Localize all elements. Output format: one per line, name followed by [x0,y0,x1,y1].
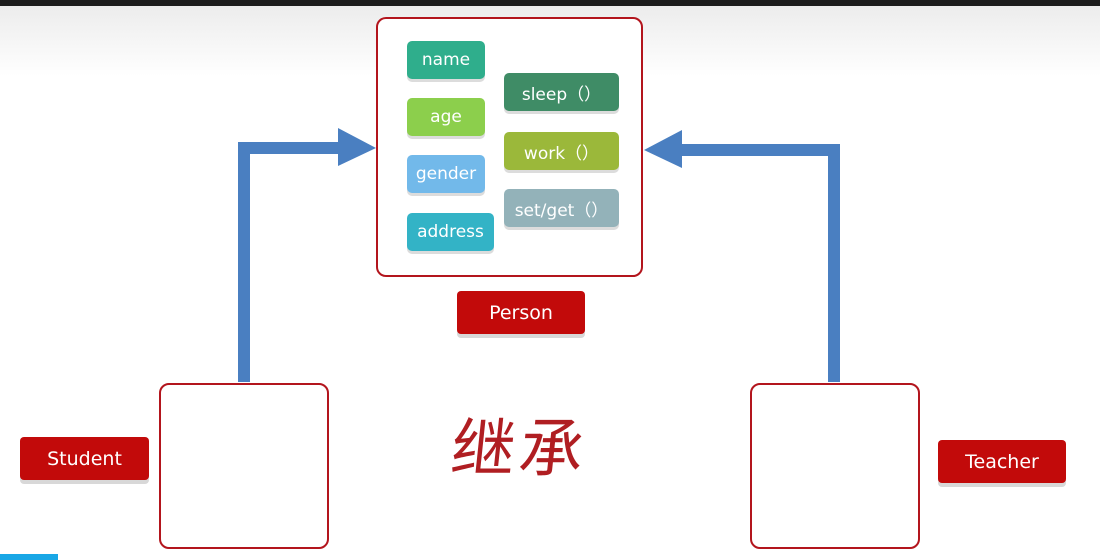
student-label: Student [20,437,149,480]
method-set-get: set/get（） [504,189,619,227]
attribute-gender: gender [407,155,485,193]
teacher-arrow-head [644,130,682,168]
method-sleep: sleep（） [504,73,619,111]
attribute-age: age [407,98,485,136]
student-class-box [159,383,329,549]
student-arrow-head [338,128,376,166]
window-top-bar [0,0,1100,6]
attribute-name: name [407,41,485,79]
teacher-inheritance-arrow [680,144,840,382]
student-inheritance-arrow [238,142,342,382]
teacher-label: Teacher [938,440,1066,483]
teacher-class-box [750,383,920,549]
attribute-address: address [407,213,494,251]
video-progress-bar[interactable] [0,554,58,560]
inheritance-caption: 继承 [447,413,592,487]
person-label: Person [457,291,585,334]
method-work: work（） [504,132,619,170]
